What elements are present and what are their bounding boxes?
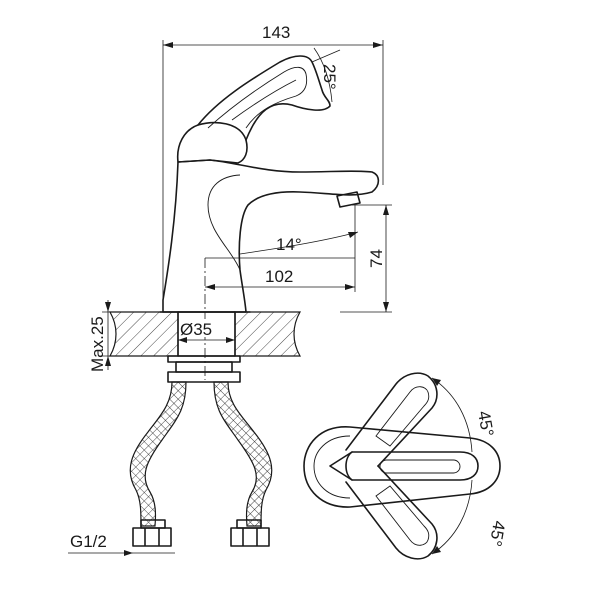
top-lever-upper-slot xyxy=(375,386,430,447)
supply-hoses xyxy=(129,381,273,547)
spout-inner-line xyxy=(207,174,241,271)
handle-base xyxy=(176,121,248,164)
dimension-74-label: 74 xyxy=(367,249,386,268)
top-view-chevron xyxy=(329,451,353,481)
top-lever-upper xyxy=(345,372,438,467)
fixing-nut xyxy=(175,361,233,373)
dimension-143: 143 xyxy=(162,23,384,300)
fixing-plate xyxy=(167,355,241,363)
hose-left xyxy=(129,381,187,527)
dimension-102: 102 xyxy=(205,205,356,292)
top-lever-center xyxy=(345,451,479,481)
rotation-arc-upper xyxy=(431,377,473,453)
countertop-left xyxy=(108,311,179,357)
dimension-max25: Max.25 xyxy=(88,300,150,372)
top-view-base xyxy=(303,426,501,508)
rotation-arc-lower xyxy=(431,479,473,555)
top-lever-lower xyxy=(345,465,438,560)
countertop-right xyxy=(234,311,302,357)
top-lever-lower-slot xyxy=(375,485,430,546)
hole-diameter-label: Ø35 xyxy=(180,320,212,339)
lever-handle-inner xyxy=(207,66,308,129)
angle-14-label: 14° xyxy=(276,235,302,254)
lever-handle xyxy=(197,55,331,141)
dimension-102-label: 102 xyxy=(265,267,293,286)
dimension-thread: G1/2 xyxy=(68,532,175,556)
thread-label: G1/2 xyxy=(70,532,107,551)
rotation-upper-label: 45° xyxy=(474,409,497,438)
hose-right xyxy=(213,381,273,527)
top-lever-center-slot xyxy=(379,459,461,474)
fitting-left-nut xyxy=(132,527,172,547)
dimension-74: 74 xyxy=(340,204,392,313)
top-view-base-inner xyxy=(313,435,351,499)
angle-25-label: 25° xyxy=(320,64,339,90)
dimension-diameter-35: Ø35 xyxy=(178,319,235,343)
fixing-washer xyxy=(167,371,241,383)
aerator xyxy=(336,191,361,208)
max-thickness-label: Max.25 xyxy=(88,316,107,372)
dimension-143-label: 143 xyxy=(262,23,290,42)
dimension-25-degree: 25° xyxy=(311,47,341,103)
faucet-top-view: 45° 45° xyxy=(303,372,509,560)
lever-handle-groove xyxy=(231,79,297,121)
dimension-14-degree: 14° xyxy=(205,231,359,259)
faucet-side-view xyxy=(159,55,380,313)
rotation-lower-label: 45° xyxy=(486,519,509,548)
fitting-right-nut xyxy=(230,527,270,547)
countertop-section xyxy=(108,311,302,383)
